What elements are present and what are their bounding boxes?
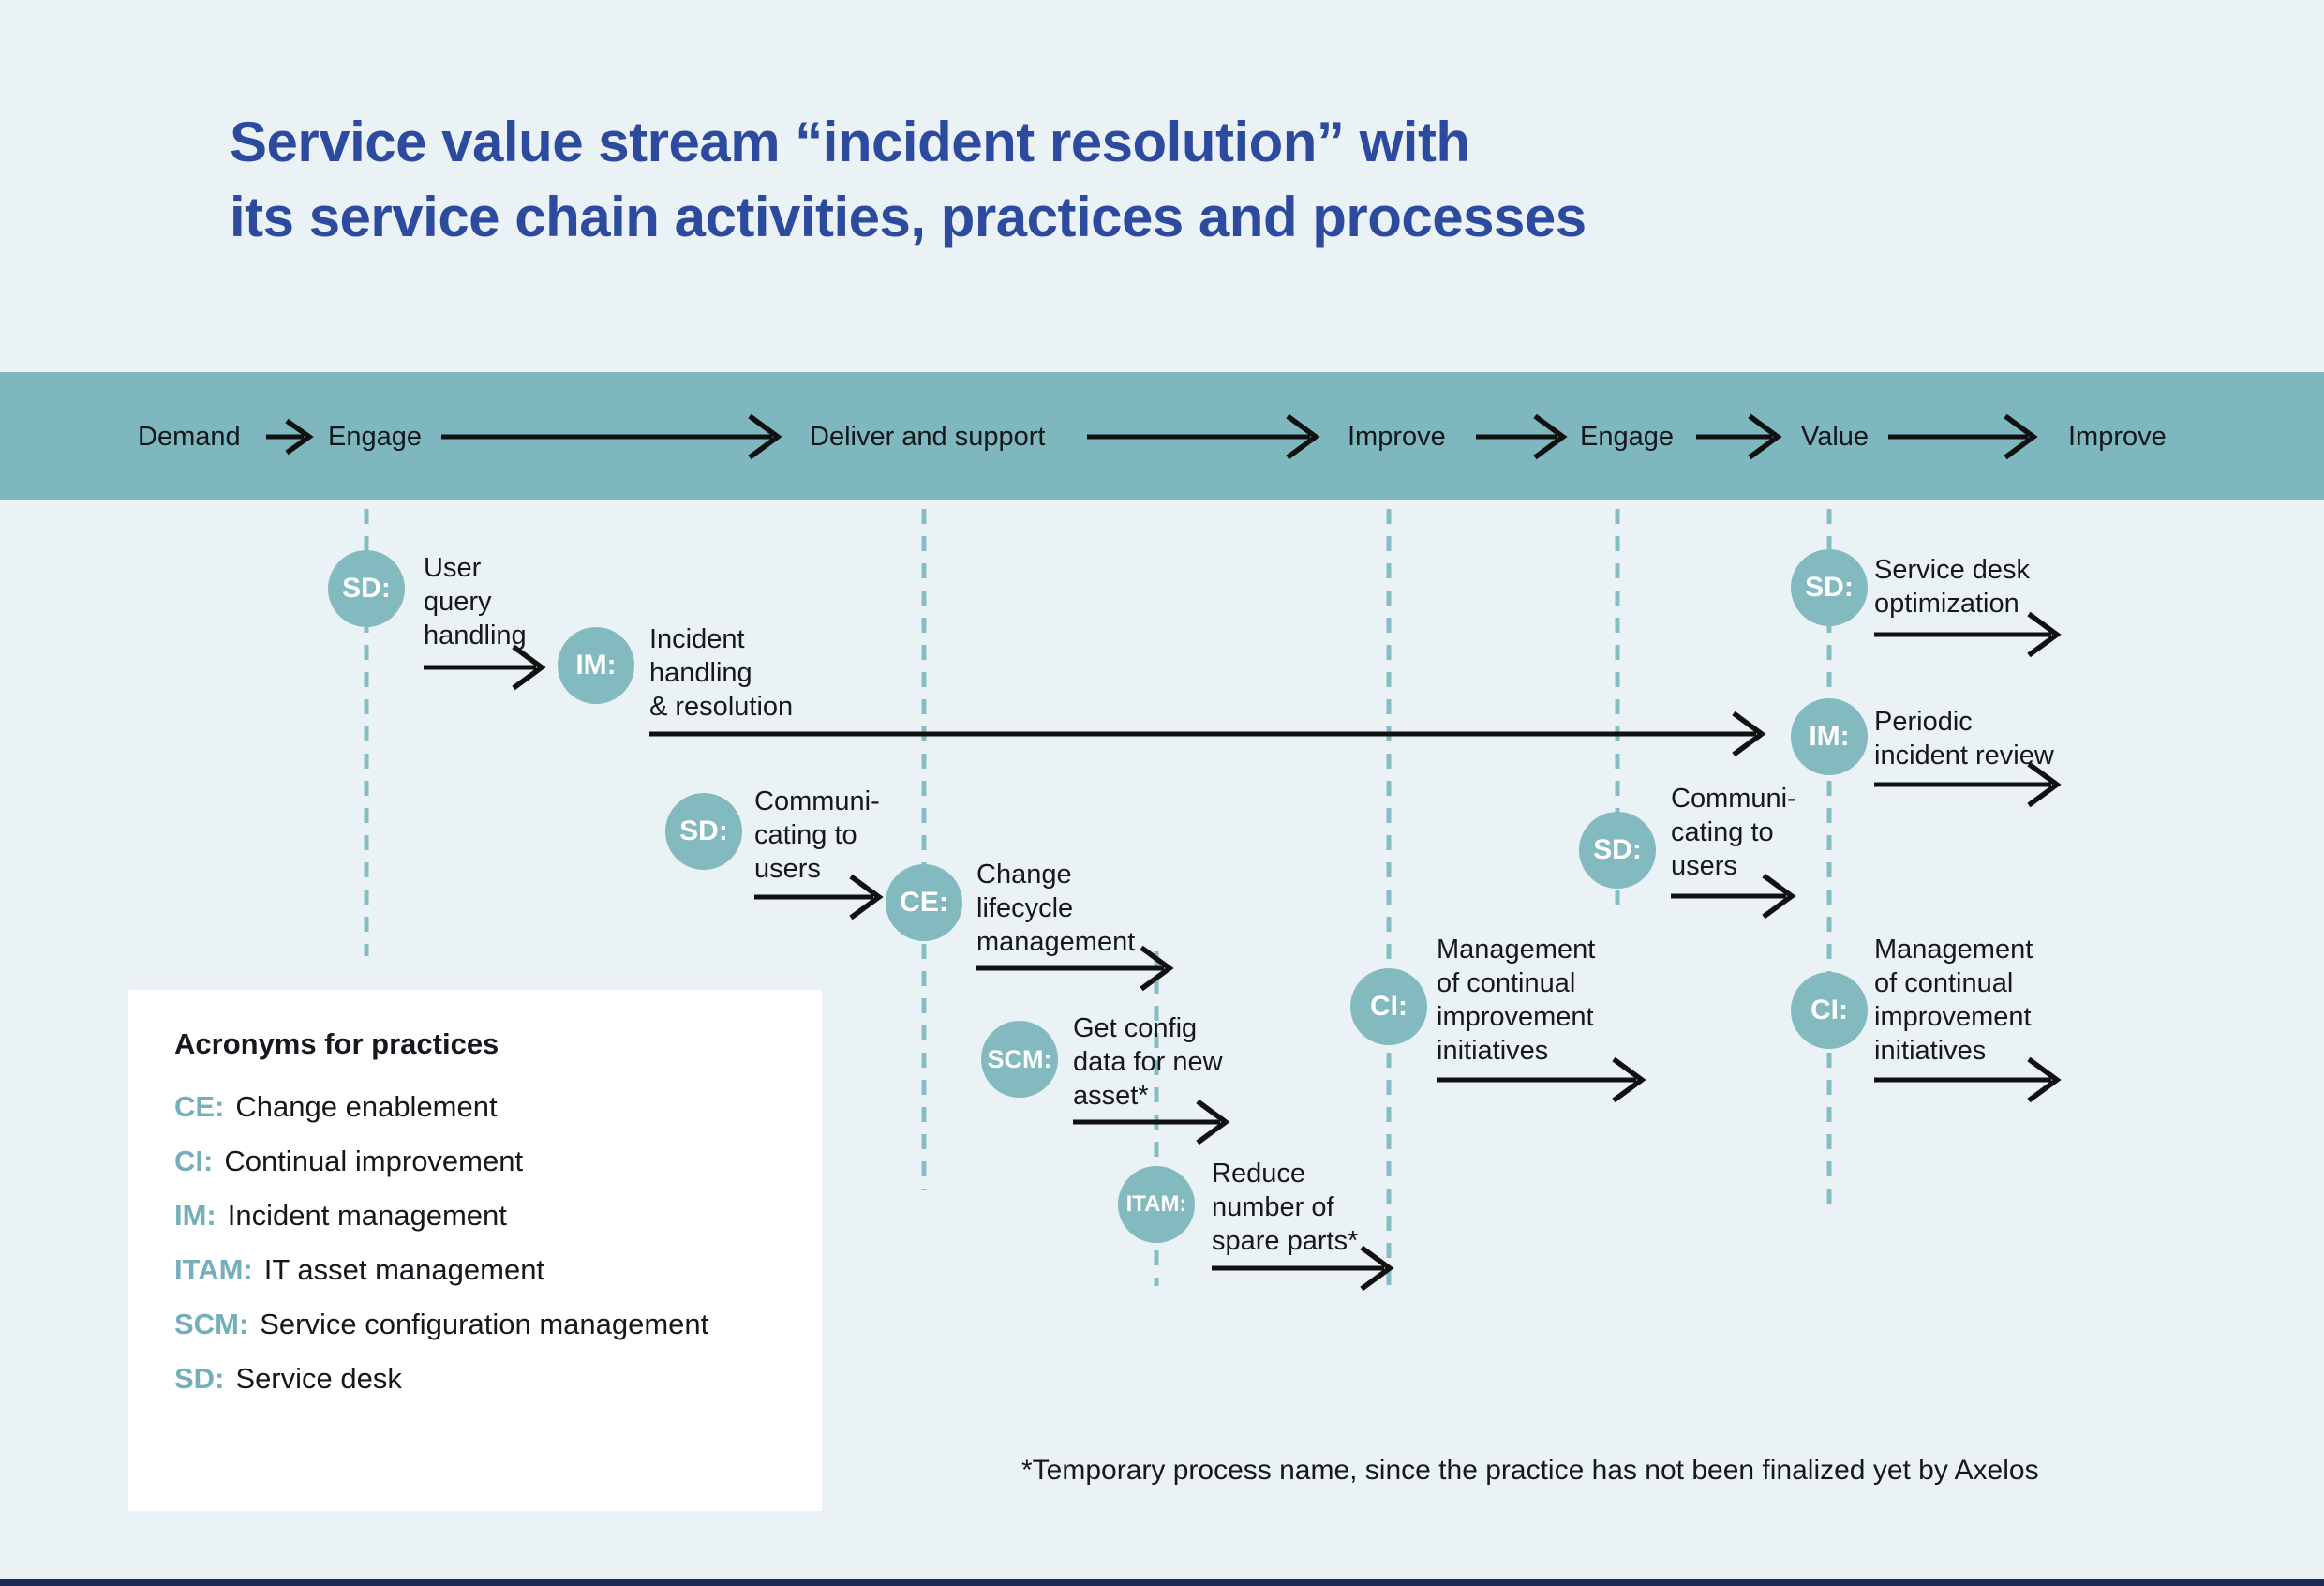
legend-acronym-ci: CI: — [174, 1145, 214, 1177]
stage-arrow-icon — [1533, 413, 1568, 460]
activity-label-reduce-spare-parts: Reduce number of spare parts* — [1212, 1159, 1359, 1256]
practice-circle-im-incident-handling: IM: — [558, 627, 634, 704]
legend-item-ce: CE: Change enablement — [174, 1080, 822, 1134]
flow-arrow-icon — [2027, 1056, 2062, 1103]
legend-text-ce: Change enablement — [235, 1090, 498, 1123]
legend-item-sd: SD: Service desk — [174, 1352, 822, 1406]
flow-arrow-icon — [1140, 945, 1174, 992]
stage-arrow-icon — [1748, 413, 1782, 460]
flow-arrow-icon — [512, 644, 546, 691]
flow-arrow-icon — [1196, 1099, 1230, 1145]
legend-text-im: Incident management — [227, 1199, 507, 1232]
flow-arrow-icon — [1732, 711, 1766, 757]
page-title: Service value stream “incident resolutio… — [230, 105, 1587, 255]
legend-text-sd: Service desk — [235, 1362, 402, 1395]
flow-arrow-icon — [1612, 1056, 1646, 1103]
activity-label-service-desk-optimization: Service desk optimization — [1874, 555, 2031, 619]
practice-circle-im-periodic-review: IM: — [1791, 698, 1868, 775]
practice-circle-sd-optimization: SD: — [1791, 549, 1868, 626]
legend-title: Acronyms for practices — [174, 1027, 499, 1060]
legend-acronym-scm: SCM: — [174, 1308, 249, 1340]
legend-item-im: IM: Incident management — [174, 1189, 822, 1243]
legend-acronym-im: IM: — [174, 1199, 216, 1232]
practice-circle-scm-get-config: SCM: — [981, 1021, 1058, 1098]
legend-text-itam: IT asset management — [263, 1253, 545, 1286]
activity-label-continual-improvement-mid: Management of continual improvement init… — [1437, 935, 1596, 1066]
activity-label-communicating-left: Communi- cating to users — [754, 786, 880, 884]
stage-label-engage-1: Engage — [328, 422, 422, 452]
flow-arrow-icon — [1762, 873, 1796, 920]
footnote: *Temporary process name, since the pract… — [1021, 1455, 2039, 1486]
page-title-line-1: Service value stream “incident resolutio… — [230, 111, 1470, 173]
flow-arrow-icon — [849, 874, 884, 920]
activity-label-user-query-handling: User query handling — [424, 553, 527, 651]
footer-bar — [0, 1579, 2324, 1586]
page-title-line-2: its service chain activities, practices … — [230, 186, 1587, 248]
stage-arrow-icon — [2004, 413, 2038, 460]
stage-arrow-icon — [748, 413, 782, 460]
flow-arrow-icon — [2027, 761, 2062, 808]
practice-circle-sd-communicating-right: SD: — [1579, 812, 1656, 889]
practice-circle-sd-communicating-left: SD: — [665, 793, 742, 870]
flow-arrow-icon — [2027, 611, 2062, 658]
legend-box: Acronyms for practices CE: Change enable… — [128, 990, 822, 1511]
stage-label-improve-2: Improve — [2068, 422, 2167, 452]
activity-label-communicating-right: Communi- cating to users — [1671, 784, 1796, 881]
practice-circle-ci-management-mid: CI: — [1350, 968, 1427, 1045]
stage-arrow-icon — [285, 418, 314, 456]
flow-arrows — [424, 611, 2062, 1292]
legend-acronym-sd: SD: — [174, 1362, 225, 1395]
stage-arrows — [266, 413, 2038, 460]
stage-label-value: Value — [1801, 422, 1870, 452]
stage-label-improve-1: Improve — [1348, 422, 1446, 452]
stage-label-demand: Demand — [138, 422, 241, 452]
practice-circle-sd-user-query: SD: — [328, 550, 405, 627]
activity-label-continual-improvement-right: Management of continual improvement init… — [1874, 935, 2034, 1066]
stage-label-engage-2: Engage — [1580, 422, 1674, 452]
legend-text-scm: Service configuration management — [260, 1308, 709, 1340]
legend-item-itam: ITAM: IT asset management — [174, 1243, 822, 1297]
flow-arrow-icon — [1360, 1245, 1394, 1292]
activity-label-change-lifecycle: Change lifecycle management — [976, 860, 1136, 957]
activity-label-get-config-data: Get config data for new asset* — [1073, 1013, 1223, 1111]
activity-label-incident-handling: Incident handling & resolution — [649, 624, 794, 722]
legend-acronym-itam: ITAM: — [174, 1253, 253, 1286]
activity-label-periodic-incident-review: Periodic incident review — [1874, 707, 2054, 771]
legend-acronym-ce: CE: — [174, 1090, 225, 1123]
legend-text-ci: Continual improvement — [224, 1145, 524, 1177]
practice-circle-ci-management-right: CI: — [1791, 972, 1868, 1049]
practice-circle-ce-change-lifecycle: CE: — [886, 864, 962, 941]
legend-item-scm: SCM: Service configuration management — [174, 1297, 822, 1352]
stage-label-deliver-and-support: Deliver and support — [810, 422, 1046, 452]
stage-arrow-icon — [1286, 413, 1320, 460]
legend-item-ci: CI: Continual improvement — [174, 1134, 822, 1189]
practice-circle-itam-reduce-spare: ITAM: — [1118, 1166, 1195, 1243]
